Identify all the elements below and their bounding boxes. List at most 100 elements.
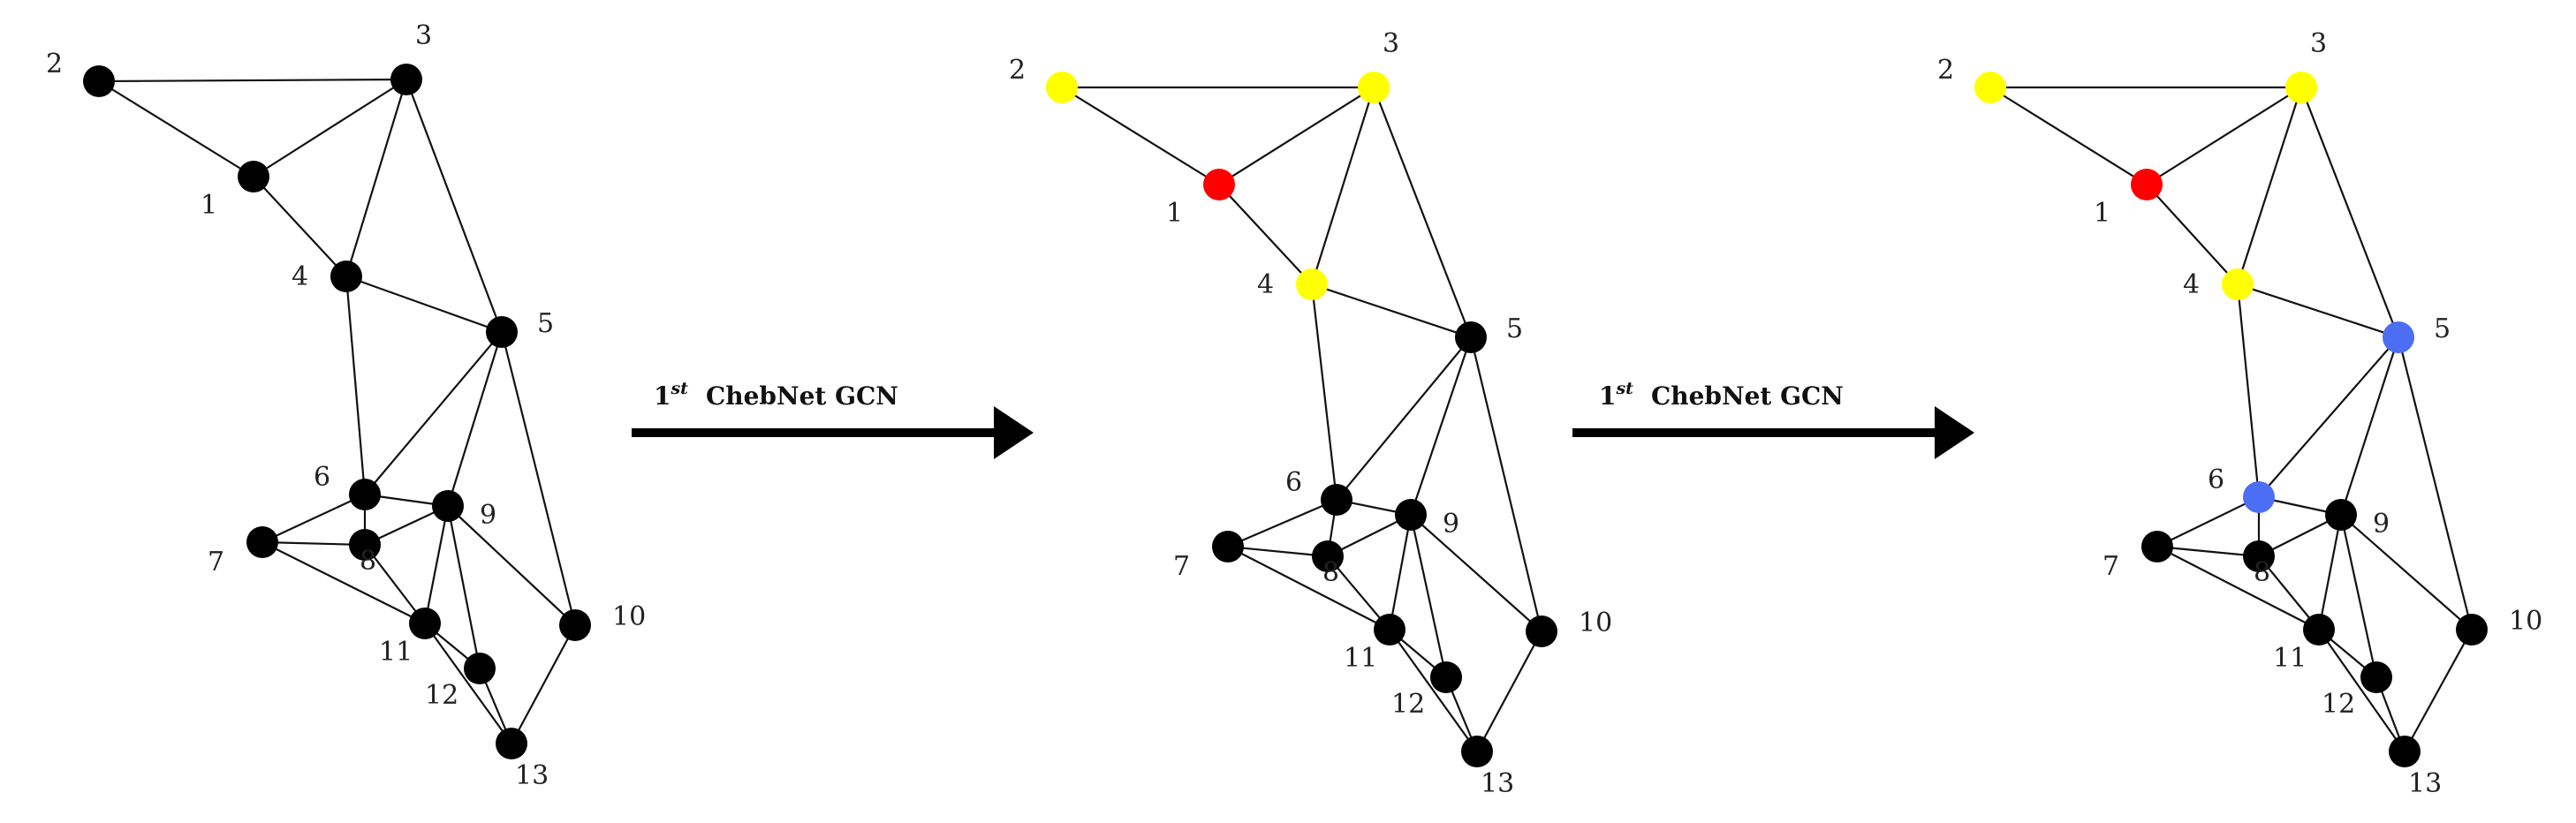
graph-2-edge-4-5 (1311, 283, 1472, 339)
graph-3-node-label-4: 4 (2183, 269, 2200, 300)
graph-2-node-label-6: 6 (1285, 467, 1302, 498)
graph-3-edge-9-10 (2340, 514, 2473, 630)
graph-3-node-label-3: 3 (2310, 28, 2327, 59)
graph-2-edge-3-5 (1372, 87, 1473, 338)
graph-2-node-8 (1312, 540, 1344, 572)
graph-1-node-label-12: 12 (425, 680, 458, 711)
graph-2-node-label-7: 7 (1173, 551, 1190, 582)
graph-2-node-12 (1430, 661, 1462, 693)
graph-3-node-label-10: 10 (2509, 606, 2542, 637)
graph-2-edge-9-12 (1409, 514, 1448, 678)
graph-1-node-2 (83, 65, 115, 97)
graph-2-edge-7-11 (1227, 546, 1390, 630)
graph-3-edge-7-6 (2156, 496, 2260, 547)
graph-1-edge-4-6 (345, 276, 367, 495)
graph-1-node-label-3: 3 (415, 20, 432, 51)
graph-1-edge-4-5 (345, 275, 503, 334)
graph-2-edge-9-10 (1410, 514, 1542, 632)
graph-1-edge-6-5 (364, 331, 503, 495)
graph-1-node-label-11: 11 (379, 637, 413, 668)
graph-1-node-5 (486, 316, 518, 348)
arrow-2-label-main: ChebNet GCN (1651, 381, 1844, 411)
graph-2-node-label-8: 8 (1322, 557, 1339, 588)
graph-3-node-5 (2383, 321, 2414, 353)
graph-1-node-label-4: 4 (292, 261, 308, 292)
graph-1-edge-1-3 (253, 79, 407, 177)
graph-3-node-11 (2303, 614, 2335, 646)
graph-1-edge-4-3 (345, 79, 408, 277)
graph-3-node-label-1: 1 (2094, 198, 2110, 229)
graph-2-edge-4-3 (1310, 87, 1375, 285)
graph-3-edge-10-13 (2404, 629, 2473, 752)
graph-2-node-2 (1046, 72, 1078, 103)
graph-3-node-label-5: 5 (2434, 313, 2451, 344)
graph-2-edge-6-5 (1336, 336, 1472, 501)
graph-1-node-1 (238, 161, 269, 193)
graph-2-edge-5-10 (1469, 336, 1543, 632)
graph-1-node-label-2: 2 (46, 49, 63, 79)
graph-1-node-13 (496, 728, 527, 759)
graph-1-node-3 (390, 64, 422, 95)
graph-2-edge-1-4 (1218, 184, 1313, 285)
graph-1-edge-9-11 (423, 505, 450, 624)
graph-2-edge-8-11 (1327, 555, 1390, 630)
graph-1-edge-7-8 (261, 540, 366, 547)
graph-3-edge-5-9 (2339, 336, 2400, 516)
arrow-1-label-main: ChebNet GCN (706, 381, 898, 411)
graph-2-edge-11-13 (1389, 629, 1478, 752)
arrow-1-head (994, 406, 1034, 459)
graph-3-edge-11-13 (2318, 629, 2406, 752)
graph-3-node-6 (2243, 481, 2275, 513)
graph-3-edge-5-10 (2397, 336, 2474, 630)
graph-2-node-label-2: 2 (1009, 55, 1026, 86)
graph-2-node-6 (1321, 484, 1352, 516)
graph-2-node-label-12: 12 (1391, 689, 1425, 720)
graph-1-edge-5-9 (446, 331, 504, 507)
arrow-1-label-sup: st (670, 379, 688, 398)
graph-3-node-8 (2243, 540, 2275, 572)
graph-2-node-4 (1296, 268, 1328, 300)
graph-2-node-label-9: 9 (1443, 509, 1459, 540)
graph-2-edge-5-9 (1409, 336, 1473, 516)
graph-1-edge-8-11 (364, 544, 426, 624)
graph-2-node-13 (1461, 736, 1493, 767)
graph-1-edge-2-3 (98, 78, 407, 83)
graph-2-node-3 (1358, 72, 1390, 103)
graph-3-node-13 (2389, 736, 2421, 767)
graph-1-node-10 (559, 609, 591, 641)
graph-1-edge-9-12 (446, 505, 481, 669)
graph-3-edge-1-3 (2146, 87, 2302, 185)
graph-1-edge-9-10 (447, 505, 576, 626)
graph-1-edge-7-6 (261, 494, 366, 543)
graph-2-node-label-10: 10 (1579, 608, 1612, 638)
graph-1-node-11 (409, 608, 441, 639)
graph-2-edge-2-1 (1061, 87, 1220, 185)
graph-1-node-label-10: 10 (612, 601, 646, 632)
graph-1-node-8 (349, 529, 381, 561)
graph-2-node-11 (1374, 614, 1405, 646)
graph-3-edge-4-3 (2236, 87, 2303, 285)
graph-2-edge-7-8 (1227, 545, 1329, 558)
graph-2-node-label-4: 4 (1257, 269, 1274, 300)
graph-2-node-label-13: 13 (1481, 768, 1514, 799)
graph-2-node-5 (1455, 321, 1487, 353)
graph-1-node-label-9: 9 (480, 500, 496, 531)
graph-1-node-label-13: 13 (515, 760, 549, 791)
graph-1-edge-11-13 (424, 623, 512, 744)
graph-1-node-label-8: 8 (360, 546, 376, 577)
graph-2-edge-4-6 (1310, 283, 1338, 501)
graph-2-node-7 (1212, 531, 1244, 563)
graph-3-node-label-6: 6 (2208, 464, 2224, 495)
graph-2-node-label-3: 3 (1383, 28, 1399, 59)
graph-3-edge-6-5 (2258, 336, 2399, 498)
graph-3-node-label-13: 13 (2408, 768, 2442, 799)
graph-3-edge-4-5 (2237, 283, 2399, 339)
arrow-2-label-prefix: 1 (1599, 381, 1616, 411)
graph-3-node-label-11: 11 (2273, 643, 2307, 674)
graph-1-node-4 (330, 260, 362, 292)
